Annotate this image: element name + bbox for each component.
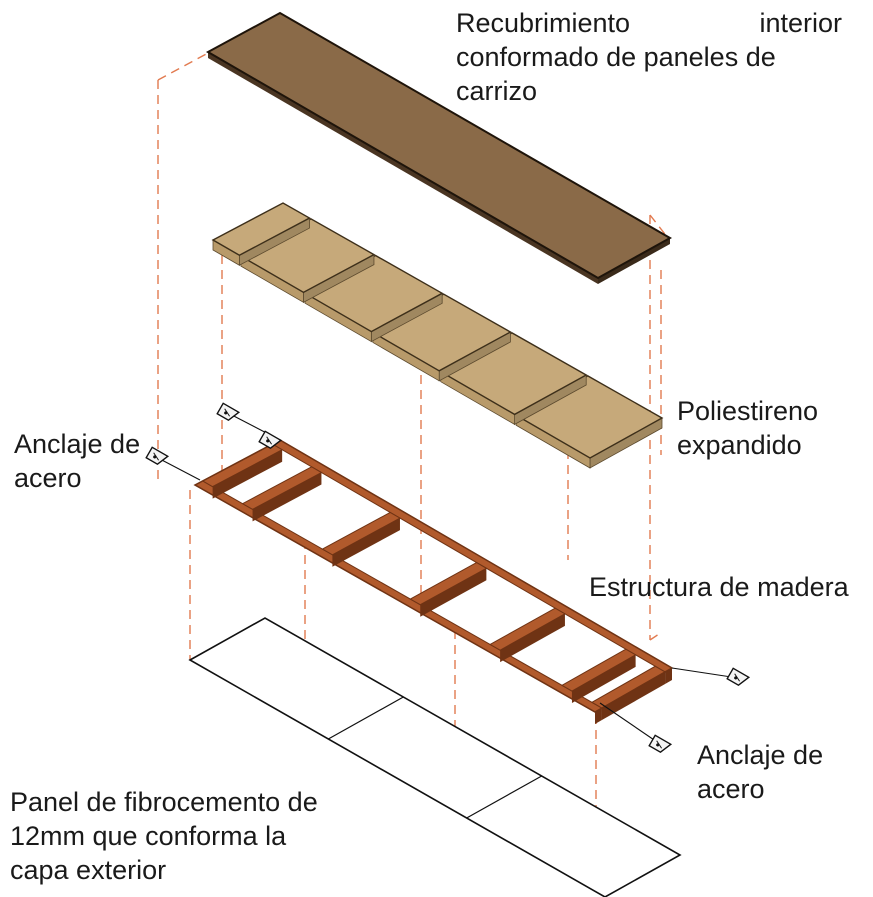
reed-panel-edge bbox=[598, 238, 670, 284]
anchor-bolt bbox=[153, 455, 157, 459]
frame-crossbar-side bbox=[601, 671, 666, 721]
frame-crossbar-side bbox=[500, 613, 565, 663]
anchor-plate bbox=[258, 430, 283, 450]
anchor-bolt bbox=[656, 743, 660, 747]
reed-panel bbox=[205, 11, 673, 280]
frame-crossbar bbox=[560, 648, 637, 692]
guide-line bbox=[157, 51, 211, 81]
label-wood-structure: Estructura de madera bbox=[589, 572, 849, 602]
steel-anchor-icon bbox=[648, 734, 673, 754]
fibercement-panel bbox=[188, 617, 682, 897]
frame-rail-left-side bbox=[595, 708, 602, 724]
anchor-bolt bbox=[266, 439, 270, 443]
frame-crossbar bbox=[321, 511, 402, 556]
anchor-bolt bbox=[224, 411, 228, 415]
wood-frame bbox=[193, 439, 674, 724]
anchor-tie-line bbox=[599, 702, 661, 745]
frame-crossbar bbox=[489, 607, 566, 651]
anchor-tie-line bbox=[671, 667, 739, 679]
anchor-plate bbox=[648, 734, 673, 754]
label-fibercement: Panel de fibrocemento de 12mm que confor… bbox=[10, 787, 318, 885]
frame-crossbar-side bbox=[420, 568, 487, 617]
anchor-plate bbox=[726, 667, 751, 687]
steel-anchor-icon bbox=[216, 402, 241, 422]
reed-cover-panel bbox=[205, 11, 673, 284]
frame-rail-right-side bbox=[665, 668, 672, 684]
steel-anchor-icon bbox=[726, 667, 751, 687]
frame-crossbar-side bbox=[571, 654, 636, 704]
label-reed-cover: Recubrimiento interior conformado de pan… bbox=[456, 8, 842, 106]
anchor-plate bbox=[145, 446, 170, 466]
steel-anchors bbox=[145, 402, 751, 754]
anchor-tie-line bbox=[157, 457, 201, 481]
frame-crossbar-side bbox=[252, 472, 322, 522]
reed-panel-side bbox=[208, 52, 598, 284]
anchor-bolt bbox=[734, 676, 738, 680]
frame-crossbar bbox=[409, 561, 488, 606]
steel-anchor-icon bbox=[145, 446, 170, 466]
guide-line bbox=[649, 214, 669, 239]
steel-anchor-icon bbox=[258, 430, 283, 450]
label-anchor-right: Anclaje de acero bbox=[697, 740, 824, 804]
guide-line bbox=[649, 631, 663, 641]
label-anchor-left: Anclaje de acero bbox=[14, 429, 141, 493]
frame-crossbar-side bbox=[332, 518, 400, 567]
frame-crossbar bbox=[241, 466, 323, 510]
anchor-plate bbox=[216, 402, 241, 422]
fibercement-joint bbox=[466, 775, 542, 819]
frame-crossbar-side bbox=[212, 449, 283, 499]
label-polystyrene: Poliestireno expandido bbox=[677, 396, 819, 460]
fibercement-joint bbox=[328, 696, 404, 740]
expanded-polystyrene-panels bbox=[211, 202, 664, 469]
polystyrene-block bbox=[211, 202, 311, 257]
